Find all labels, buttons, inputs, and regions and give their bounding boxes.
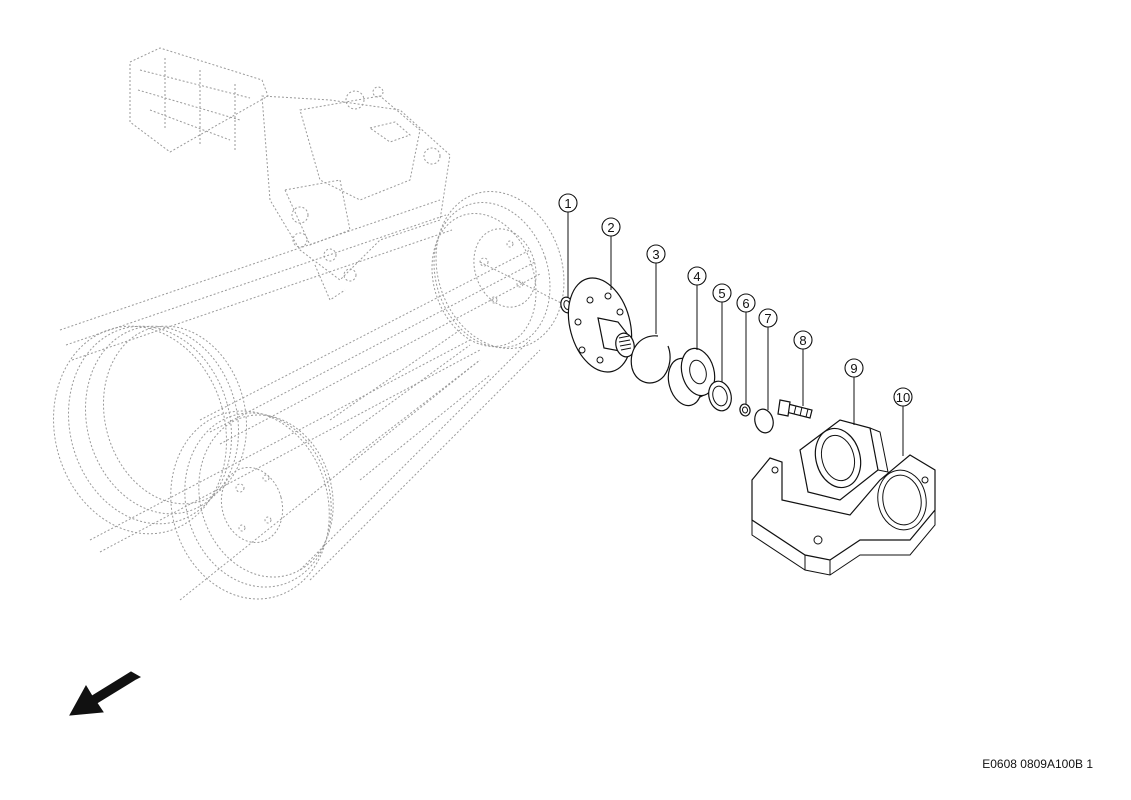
part-2-flange-hub [567, 277, 635, 373]
callout-circle [736, 293, 756, 313]
callout-number: 3 [652, 247, 659, 262]
callout-circle [558, 193, 578, 213]
callout-group: 1 2 3 4 5 67 8 9 10 [558, 193, 913, 407]
callout-1: 1 [558, 193, 578, 213]
callout-circle [793, 330, 813, 350]
part-8-bolt [777, 399, 813, 419]
callout-number: 5 [718, 286, 725, 301]
ghost-pump [129, 47, 451, 301]
callout-4: 4 [687, 266, 707, 286]
callout-number: 2 [607, 220, 614, 235]
part-5-washer [708, 380, 732, 412]
callout-number: 10 [896, 390, 910, 405]
callout-circle [893, 387, 913, 407]
ghost-left-pulley [53, 325, 248, 535]
leader-lines [567, 212, 904, 456]
ghost-assembly [53, 47, 566, 601]
part-7-snap-ring [754, 408, 774, 434]
callout-circle [758, 308, 778, 328]
part-10-mounting-bracket [751, 454, 936, 576]
callout-number: 4 [693, 269, 700, 284]
callout-2: 2 [601, 217, 621, 237]
callout-circle [601, 217, 621, 237]
ghost-belts [59, 199, 541, 601]
callout-10: 10 [893, 387, 913, 407]
exploded-parts [560, 277, 936, 576]
callout-circle [844, 358, 864, 378]
callout-6: 6 [736, 293, 756, 313]
callout-number: 6 [742, 296, 749, 311]
callout-number: 7 [764, 311, 771, 326]
part-9-bearing-housing [799, 419, 889, 501]
callout-circle [712, 283, 732, 303]
callout-3: 3 [646, 244, 666, 264]
part-6-small-washer [739, 403, 751, 417]
ghost-upper-pulley [431, 191, 565, 349]
callout-number: 1 [564, 196, 571, 211]
ghost-lower-pulley [170, 410, 334, 600]
part-4-bearing [667, 347, 716, 407]
callout-number: 8 [799, 333, 806, 348]
reference-code: E0608 0809A100B 1 [982, 757, 1093, 771]
callout-7: 7 [758, 308, 778, 328]
callout-8: 8 [793, 330, 813, 350]
direction-arrow-icon [69, 671, 142, 716]
callout-5: 5 [712, 283, 732, 303]
callout-9: 9 [844, 358, 864, 378]
part-3-circlip [630, 335, 671, 384]
callout-circle [646, 244, 666, 264]
callout-circle [687, 266, 707, 286]
callout-number: 9 [850, 361, 857, 376]
